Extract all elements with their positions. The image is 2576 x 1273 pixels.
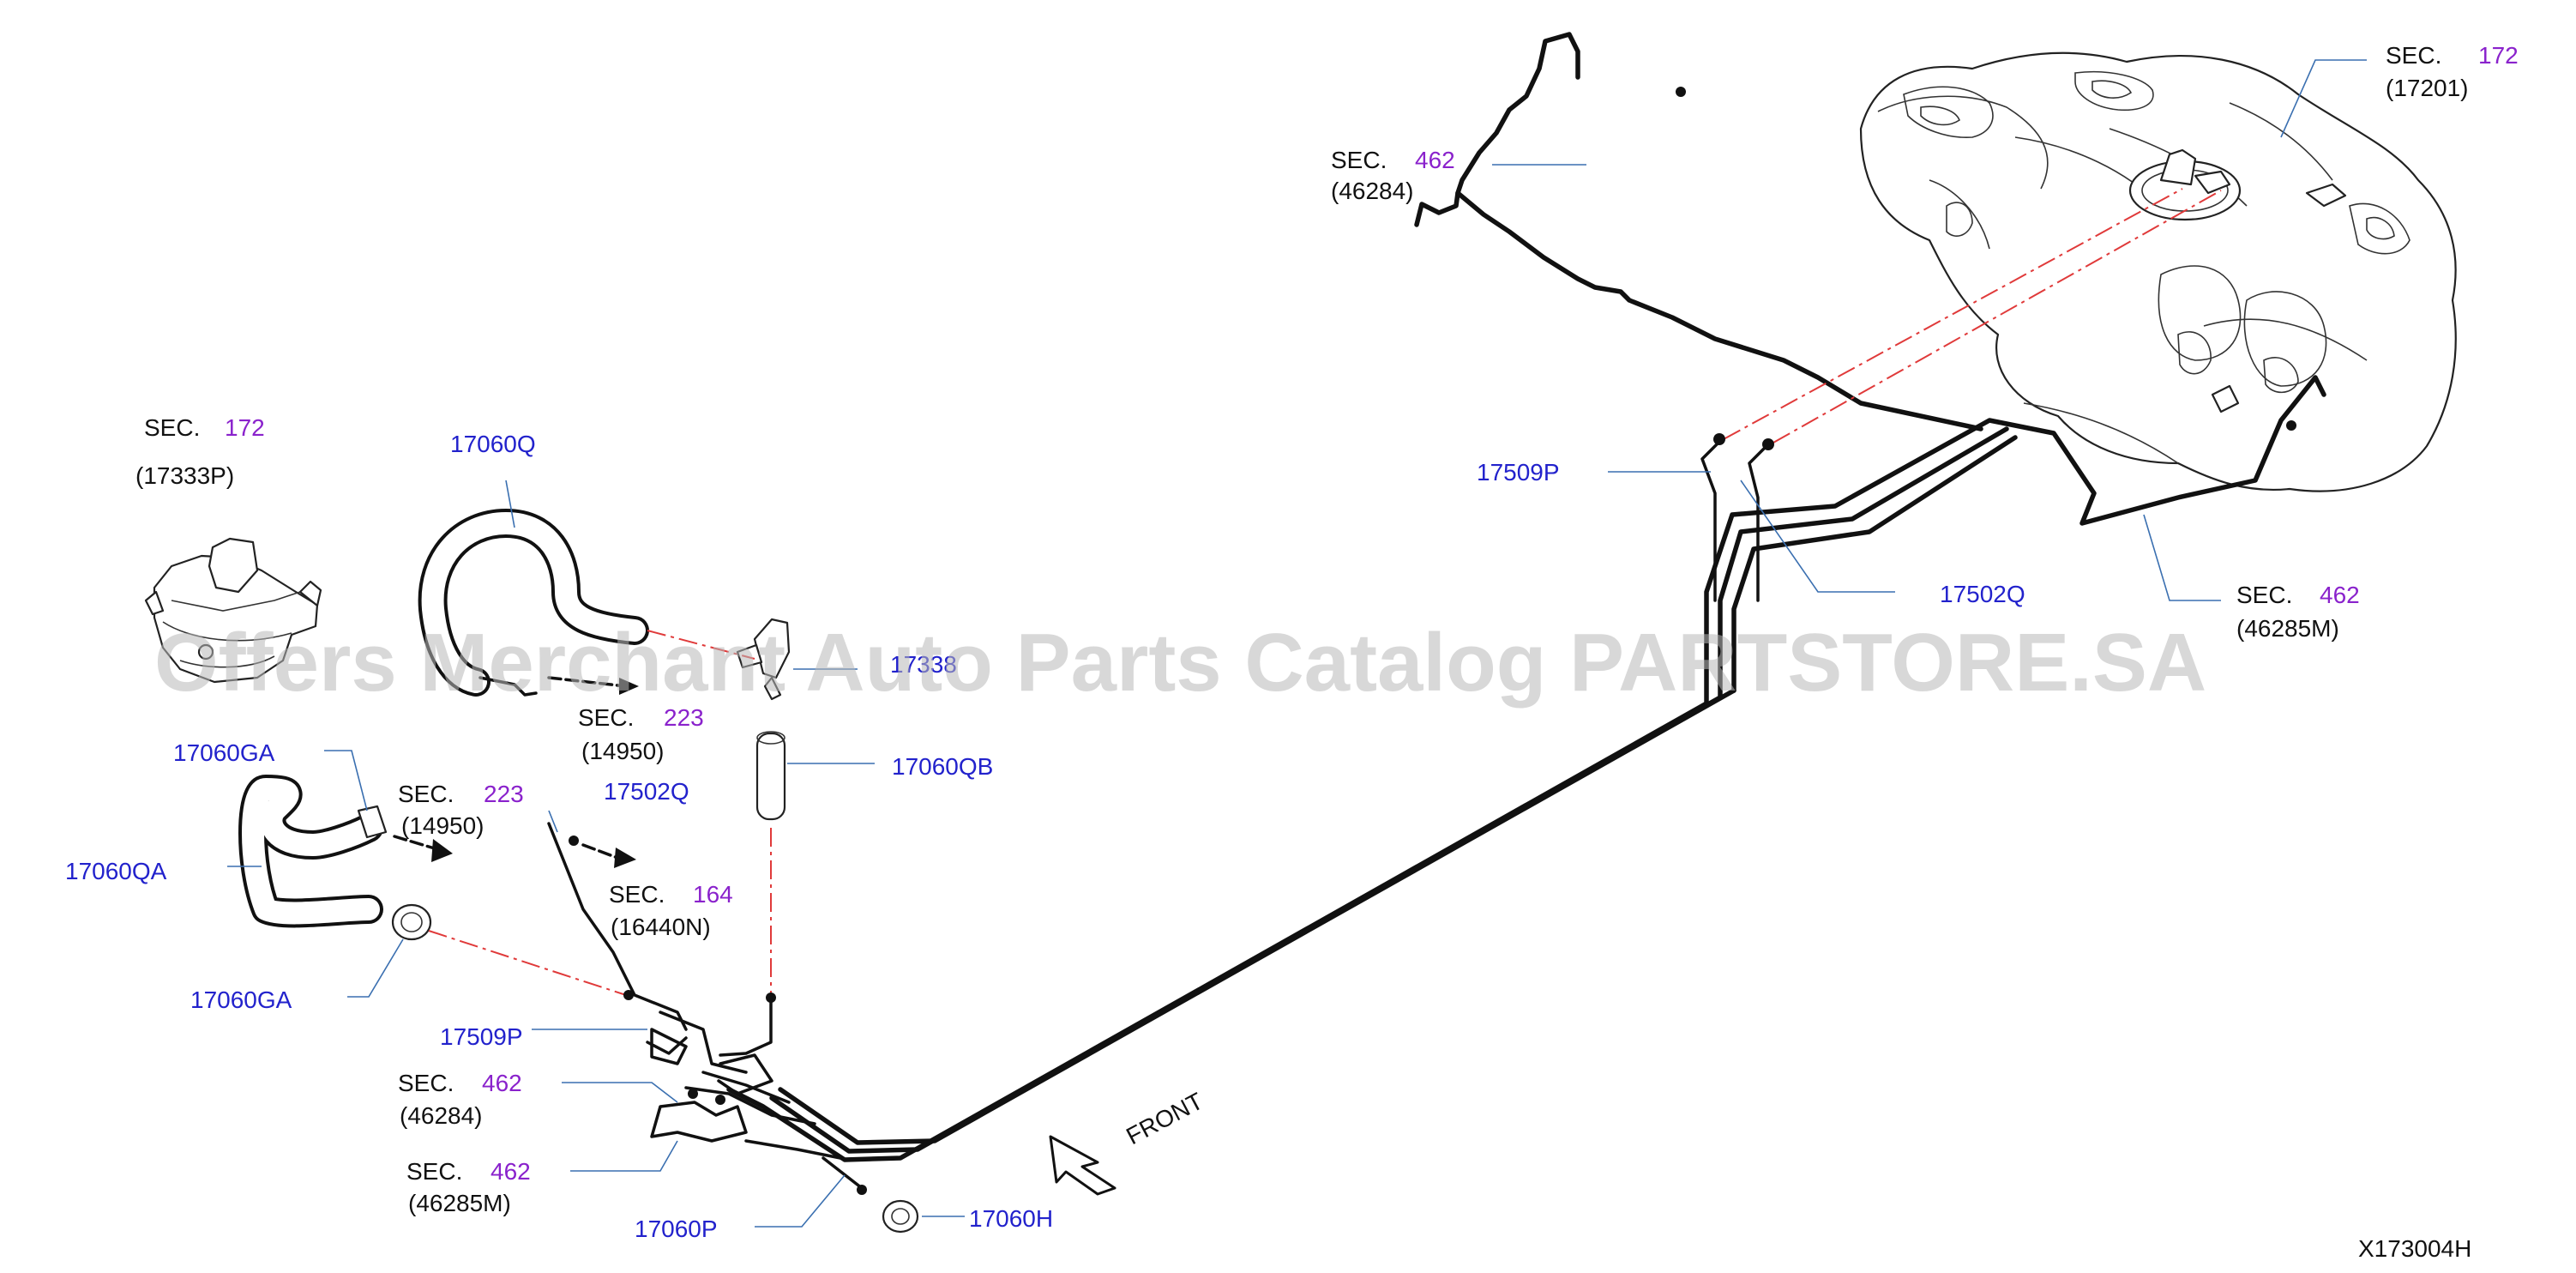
part-label-tube-509p-left[interactable]: 17509P bbox=[440, 1023, 523, 1050]
part-label-tube-502q-right[interactable]: 17502Q bbox=[1940, 581, 2025, 607]
connector-dot bbox=[569, 836, 579, 846]
part-label-tube-509p-right[interactable]: 17509P bbox=[1477, 459, 1560, 486]
front-label: FRONT bbox=[1122, 1088, 1207, 1150]
sec-label-canister: SEC. bbox=[144, 414, 200, 441]
part-code-rear-bracket: (46285M) bbox=[2236, 615, 2339, 642]
part-label-hose-qa[interactable]: 17060QA bbox=[65, 858, 167, 884]
sec-number-canister[interactable]: 172 bbox=[225, 414, 265, 441]
tube-to-qb bbox=[719, 996, 773, 1057]
part-label-hose-qb[interactable]: 17060QB bbox=[892, 753, 993, 780]
part-label-hose-q[interactable]: 17060Q bbox=[450, 431, 536, 457]
connector-dot bbox=[1762, 438, 1774, 450]
hose-17060qa[interactable] bbox=[238, 775, 383, 928]
leader-lines bbox=[227, 59, 2367, 1228]
connector-dot bbox=[623, 990, 634, 1000]
arrow-to-sec223b bbox=[393, 835, 439, 851]
diagram-id: X173004H bbox=[2358, 1235, 2471, 1262]
arrow-head bbox=[619, 678, 639, 695]
part-code-line-target: (16440N) bbox=[611, 914, 711, 940]
sec-label-front-bracket-b: SEC. bbox=[406, 1158, 462, 1185]
connector-dot bbox=[2286, 420, 2296, 431]
centerline-qa bbox=[428, 930, 627, 996]
tube-17502q-left[interactable] bbox=[547, 822, 688, 1031]
arrow-head bbox=[614, 848, 636, 868]
part-code-hose-qa-target: (14950) bbox=[401, 812, 485, 839]
canister[interactable] bbox=[144, 537, 322, 684]
sleeve-17060qb[interactable] bbox=[755, 731, 786, 821]
part-code-front-bracket-a: (46284) bbox=[400, 1102, 483, 1129]
sec-number-bracket-top[interactable]: 462 bbox=[1415, 147, 1455, 173]
arrow-head bbox=[431, 839, 453, 862]
part-label-connector[interactable]: 17338 bbox=[890, 651, 957, 678]
sec-number-line-target[interactable]: 164 bbox=[693, 881, 733, 908]
sec-label-line-target: SEC. bbox=[609, 881, 665, 908]
part-label-clip-p[interactable]: 17060P bbox=[635, 1216, 718, 1242]
sec-number-tank[interactable]: 172 bbox=[2478, 42, 2519, 69]
centerline-tank-1 bbox=[1723, 188, 2183, 440]
clamp-17060ga-bottom[interactable] bbox=[391, 903, 432, 941]
part-code-front-bracket-b: (46285M) bbox=[408, 1190, 511, 1216]
part-code-hose-q-target: (14950) bbox=[581, 738, 665, 764]
sec-number-hose-qa-target[interactable]: 223 bbox=[484, 781, 524, 807]
part-code-canister: (17333P) bbox=[135, 462, 234, 489]
part-label-clamp-ga-top[interactable]: 17060GA bbox=[173, 739, 275, 766]
fuel-tank[interactable] bbox=[1859, 51, 2457, 492]
connector-dot bbox=[1676, 87, 1686, 97]
sec-label-front-bracket-a: SEC. bbox=[398, 1070, 454, 1096]
part-code-bracket-top: (46284) bbox=[1331, 178, 1414, 204]
part-label-clamp-h[interactable]: 17060H bbox=[969, 1205, 1053, 1232]
part-label-clamp-ga-bottom[interactable]: 17060GA bbox=[190, 986, 292, 1013]
front-arrow bbox=[1049, 1135, 1116, 1196]
sec-label-hose-qa-target: SEC. bbox=[398, 781, 454, 807]
arrow-to-sec164 bbox=[581, 843, 619, 860]
centerline-connector bbox=[647, 630, 755, 660]
part-code-tank: (17201) bbox=[2386, 75, 2469, 101]
centerline-tank-2 bbox=[1773, 190, 2222, 443]
connector-dot bbox=[1713, 433, 1725, 445]
sec-number-rear-bracket[interactable]: 462 bbox=[2320, 582, 2360, 608]
sec-number-front-bracket-a[interactable]: 462 bbox=[482, 1070, 522, 1096]
part-label-tube-502q-left[interactable]: 17502Q bbox=[604, 778, 689, 805]
watermark: Offers Merchant Auto Parts Catalog PARTS… bbox=[154, 617, 2206, 709]
sec-number-hose-q-target[interactable]: 223 bbox=[664, 704, 704, 731]
hose-17060q[interactable] bbox=[418, 509, 649, 697]
sec-label-hose-q-target: SEC. bbox=[578, 704, 634, 731]
sec-label-rear-bracket: SEC. bbox=[2236, 582, 2292, 608]
clamp-17060ga-top[interactable] bbox=[357, 805, 388, 839]
main-fuel-lines[interactable] bbox=[726, 32, 2326, 1162]
arrow-to-sec223 bbox=[547, 676, 628, 688]
front-bracket-cluster[interactable] bbox=[646, 1011, 867, 1195]
connector-17338[interactable] bbox=[736, 618, 791, 701]
sec-label-tank: SEC. bbox=[2386, 42, 2441, 69]
sec-number-front-bracket-b[interactable]: 462 bbox=[491, 1158, 531, 1185]
sec-label-bracket-top: SEC. bbox=[1331, 147, 1387, 173]
clamp-17060h[interactable] bbox=[882, 1199, 919, 1234]
